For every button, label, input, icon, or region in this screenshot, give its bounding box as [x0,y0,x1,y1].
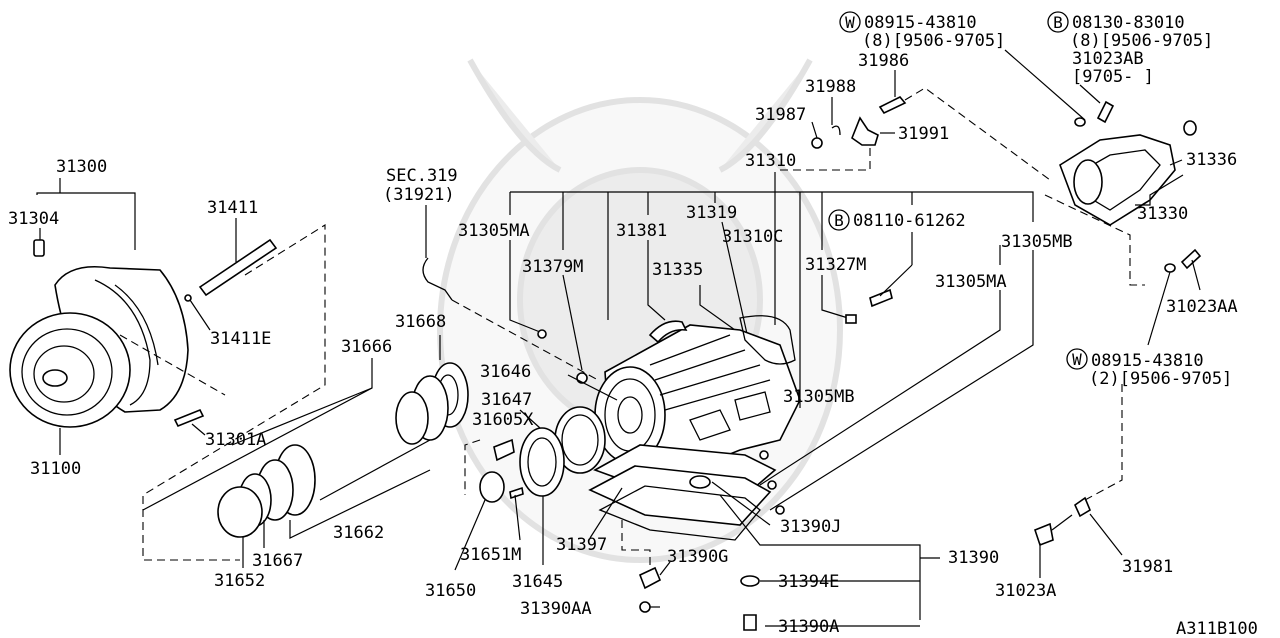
label-31305MB-b: 31305MB [783,387,855,407]
washer-31023AA [1164,263,1176,273]
label-31651M: 31651M [460,545,521,565]
label-31023AB-qty: [9705- ] [1072,67,1154,87]
washer-31394E [740,575,760,587]
label-31023A: 31023A [995,581,1056,601]
bolt-31023A [1034,522,1054,547]
svg-text:W: W [1072,350,1082,369]
svg-text:B: B [1053,13,1063,32]
label-31988: 31988 [805,77,856,97]
b-marker-mid: B [828,209,850,231]
label-31652: 31652 [214,571,265,591]
label-31647: 31647 [481,390,532,410]
label-31986: 31986 [858,51,909,71]
seal-31336 [1183,120,1197,136]
svg-text:W: W [845,13,855,32]
strainer-31390J [689,475,711,489]
label-08110-61262: 08110-61262 [853,211,966,231]
svg-text:B: B [834,211,844,230]
label-31987: 31987 [755,105,806,125]
clip-31988 [831,125,841,136]
label-31411E: 31411E [210,329,271,349]
label-31304: 31304 [8,209,59,229]
label-08130-83010-qty: (8)[9506-9705] [1070,31,1213,51]
label-31411: 31411 [207,198,258,218]
label-31305MA-a: 31305MA [458,221,530,241]
bolt-31304 [33,239,45,257]
label-31381: 31381 [616,221,667,241]
label-31668: 31668 [395,312,446,332]
lever-31991 [851,116,879,146]
label-31397: 31397 [556,535,607,555]
label-08915-43810-bottom: 08915-43810 [1091,351,1204,371]
label-31390G: 31390G [667,547,728,567]
label-31605X: 31605X [472,410,534,430]
label-31991: 31991 [898,124,949,144]
front-seals-group [454,374,618,571]
seal-31650 [479,471,505,503]
seal-31652 [217,486,263,538]
gasket-31310C [739,315,796,365]
pipe-31381 [648,320,688,344]
label-31390AA: 31390AA [520,599,592,619]
label-sec319: SEC.319 [386,166,458,186]
label-31310C: 31310C [722,227,783,247]
label-31662: 31662 [333,523,384,543]
w-marker-top: W [839,11,861,33]
bolt-31023AA [1180,248,1202,270]
label-31336: 31336 [1186,150,1237,170]
pump-group [142,335,469,568]
w-marker-bottom: W [1066,348,1088,370]
label-sec319-sub: (31921) [383,185,455,205]
label-31390A: 31390A [778,617,839,637]
drain-bolt-31390A [743,614,757,631]
label-08915-43810-top: 08915-43810 [864,13,977,33]
bolt-31301A [173,408,205,428]
label-31310: 31310 [745,151,796,171]
bracket-31605X [493,438,515,462]
tube-31921 [422,257,453,301]
b-marker-top: B [1047,11,1069,33]
label-31667: 31667 [252,551,303,571]
label-31100: 31100 [30,459,81,479]
bolt-31023AB [1096,100,1115,124]
pin-31986 [878,96,907,115]
linkage-group [775,70,1051,181]
washer-top [1074,117,1086,127]
drain-plug-31390AA [639,601,651,613]
label-31301A: 31301A [205,430,266,450]
label-31023AA: 31023AA [1166,297,1238,317]
bearing-31645 [519,427,565,497]
bracket-31981 [1073,496,1092,518]
label-31646: 31646 [480,362,531,382]
label-31300: 31300 [56,157,107,177]
label-31330: 31330 [1137,204,1188,224]
transmission-case-group [422,172,1034,631]
label-31666: 31666 [341,337,392,357]
label-31650: 31650 [425,581,476,601]
torque-converter [9,312,131,428]
rear-extension-group [1004,49,1202,578]
converter-housing-group [9,178,326,561]
label-08130-83010: 08130-83010 [1072,13,1185,33]
label-31335: 31335 [652,260,703,280]
label-31390: 31390 [948,548,999,568]
label-08915-43810-bottom-qty: (2)[9506-9705] [1089,369,1232,389]
label-31394E: 31394E [778,572,839,592]
label-31023AB: 31023AB [1072,49,1144,69]
label-31319: 31319 [686,203,737,223]
label-31645: 31645 [512,572,563,592]
label-08915-43810-top-qty: (8)[9506-9705] [862,31,1005,51]
label-31305MB-a: 31305MB [1001,232,1073,252]
diagram-id: A311B100 [1176,619,1258,638]
oil-pan [588,465,772,526]
label-31305MA-b: 31305MA [935,272,1007,292]
part-labels: 31300 31304 31411 31411E 31100 31301A 31… [8,13,1258,638]
shaft-31411 [198,238,278,297]
label-31327M: 31327M [805,255,866,275]
label-31379M: 31379M [522,257,583,277]
nut-31987 [811,137,823,149]
label-31390J: 31390J [780,517,841,537]
label-31981: 31981 [1122,557,1173,577]
